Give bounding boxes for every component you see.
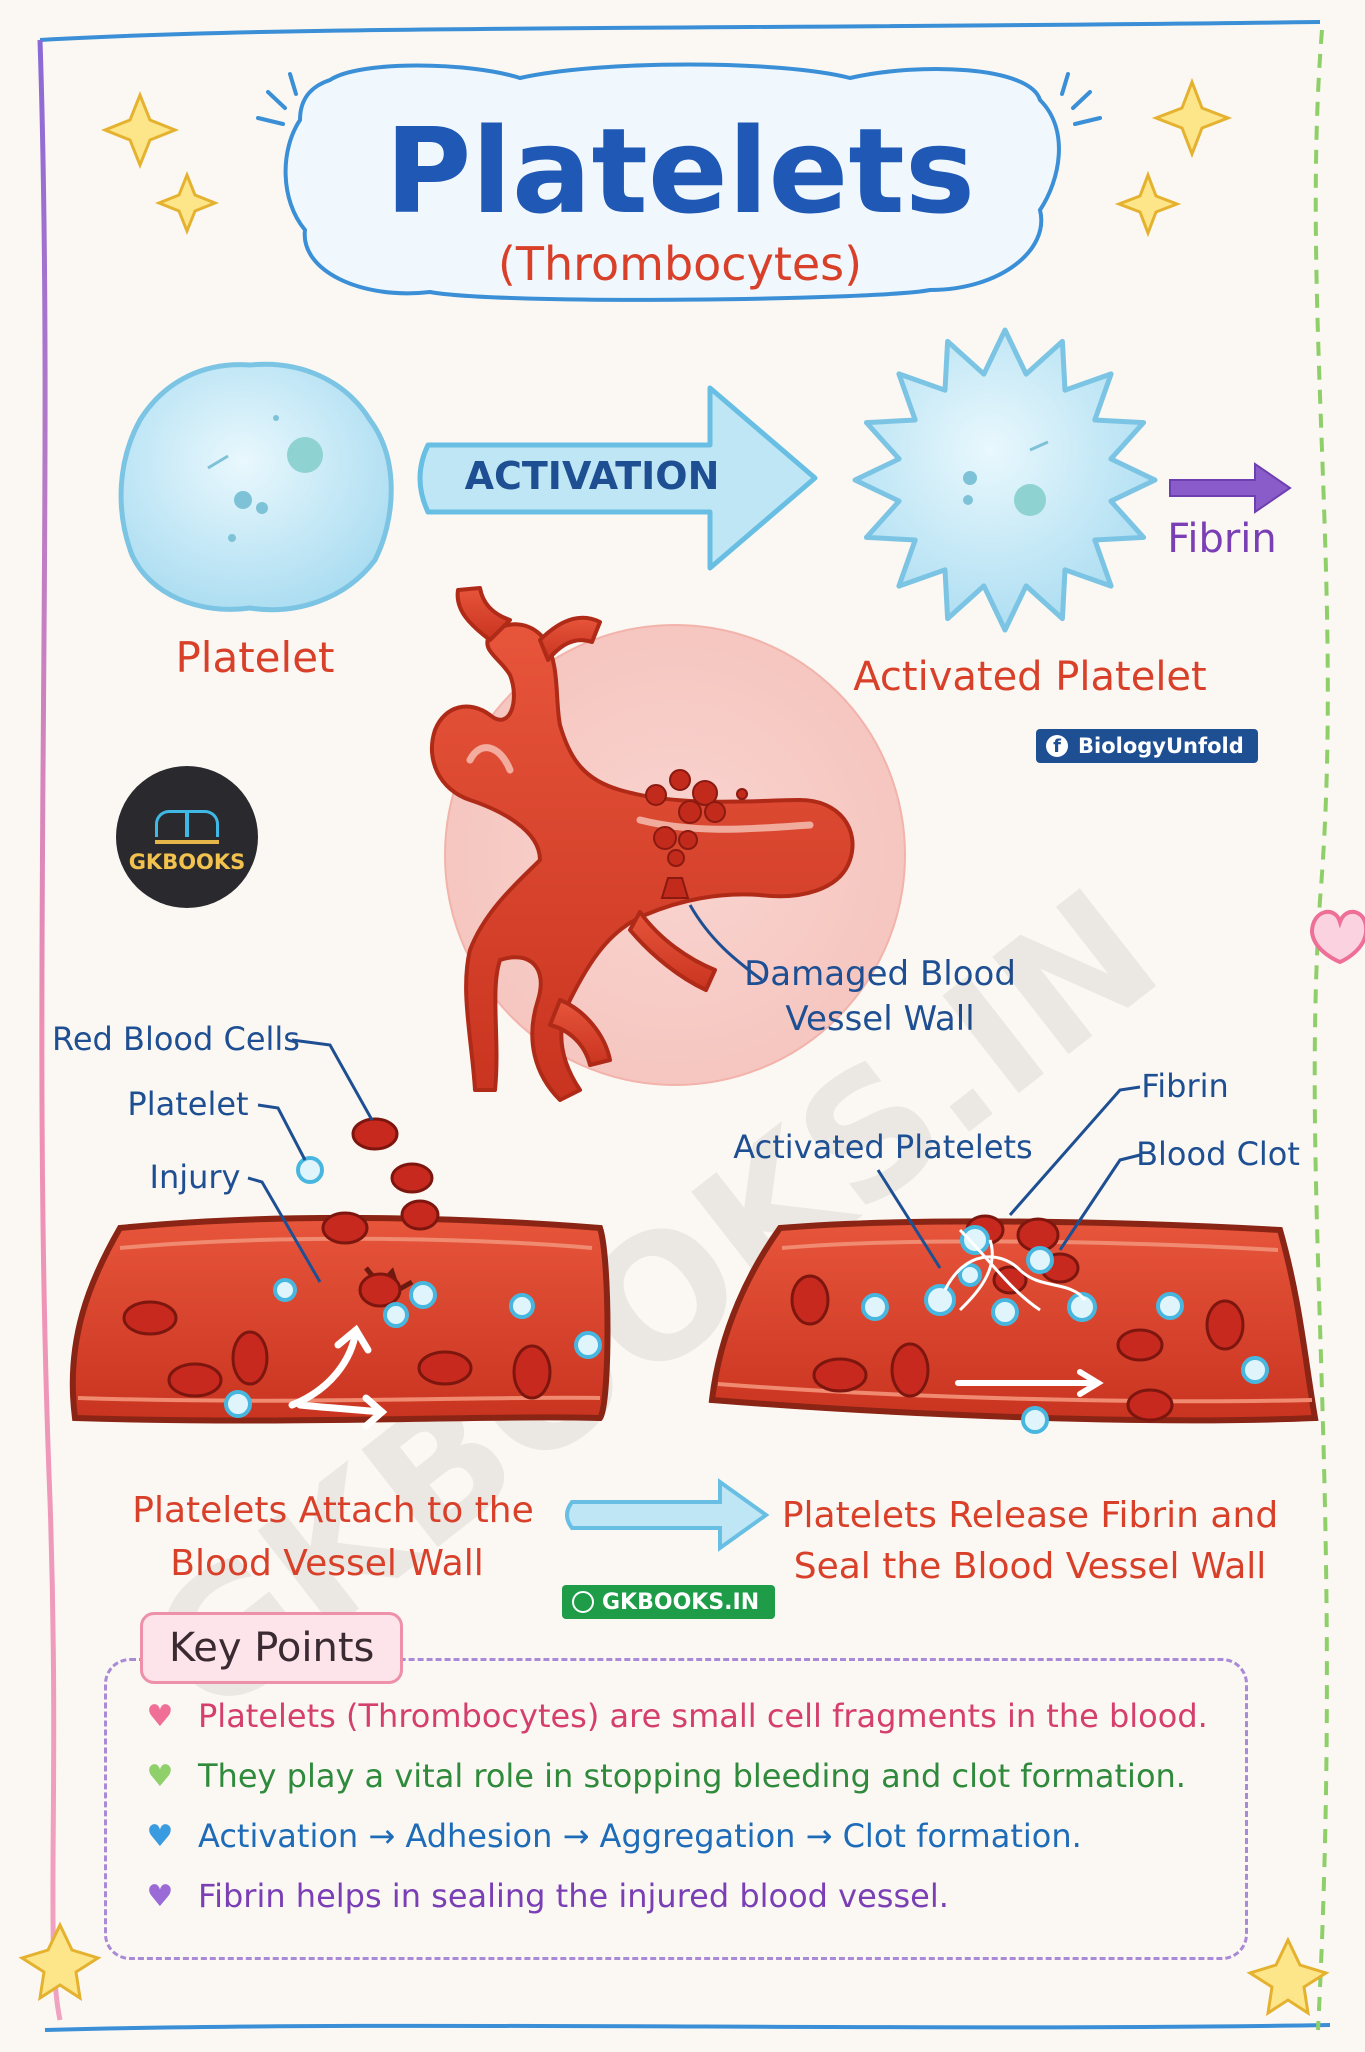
- key-point-text: Platelets (Thrombocytes) are small cell …: [198, 1697, 1208, 1735]
- globe-icon: [572, 1591, 594, 1613]
- website-badge-label: GKBOOKS.IN: [602, 1589, 760, 1615]
- right-free-platelets: [861, 1292, 1269, 1434]
- right-fibrin-label: Fibrin: [1141, 1067, 1229, 1105]
- key-point-item: ♥ Activation → Adhesion → Aggregation → …: [140, 1806, 1208, 1866]
- gkbooks-logo: GKBOOKS: [116, 766, 258, 908]
- heart-icon: ♥: [146, 1818, 174, 1854]
- key-point-item: ♥ Platelets (Thrombocytes) are small cel…: [140, 1686, 1208, 1746]
- fibrin-label: Fibrin: [1167, 516, 1277, 562]
- left-caption-line2: Blood Vessel Wall: [170, 1543, 484, 1584]
- damaged-wall-label-line1: Damaged Blood: [744, 954, 1016, 994]
- key-points-box: [104, 1658, 1248, 1960]
- left-rbcs: [122, 1117, 552, 1400]
- left-leader-lines: [247, 1038, 374, 1283]
- activated-platelet-illustration: [852, 327, 1158, 633]
- key-point-text: Activation → Adhesion → Aggregation → Cl…: [198, 1817, 1082, 1855]
- key-point-item: ♥ They play a vital role in stopping ble…: [140, 1746, 1208, 1806]
- key-points-list: ♥ Platelets (Thrombocytes) are small cel…: [140, 1686, 1208, 1926]
- platelet-illustration: [118, 361, 394, 613]
- facebook-badge-label: BiologyUnfold: [1078, 734, 1244, 758]
- key-points-title: Key Points: [140, 1612, 404, 1684]
- vessel-highlight: [466, 744, 814, 833]
- left-platelets: [224, 1156, 602, 1418]
- blood-clot-label: Blood Clot: [1136, 1135, 1300, 1173]
- right-caption-line1: Platelets Release Fibrin and: [782, 1495, 1278, 1536]
- activation-label: ACTIVATION: [465, 454, 720, 498]
- key-point-text: Fibrin helps in sealing the injured bloo…: [198, 1877, 949, 1915]
- left-platelet-label: Platelet: [127, 1085, 248, 1123]
- activation-arrow: [417, 385, 818, 571]
- platelet-label: Platelet: [175, 633, 334, 682]
- website-badge[interactable]: GKBOOKS.IN: [562, 1585, 776, 1619]
- rbc-label: Red Blood Cells: [52, 1020, 300, 1058]
- fibrin-mesh: [943, 1228, 1087, 1312]
- right-leader-lines: [876, 1085, 1141, 1269]
- heart-icon: [1309, 909, 1365, 965]
- activated-platelets-label: Activated Platelets: [733, 1128, 1032, 1166]
- heart-icon: ♥: [146, 1758, 174, 1794]
- heart-icon: ♥: [146, 1878, 174, 1914]
- facebook-badge[interactable]: f BiologyUnfold: [1036, 729, 1258, 763]
- key-point-text: They play a vital role in stopping bleed…: [198, 1757, 1186, 1795]
- process-arrow: [565, 1478, 770, 1552]
- fibrin-arrow: [1169, 462, 1292, 514]
- leaking-blood-drops: [645, 769, 748, 899]
- flow-arrow-icon: [955, 1369, 1104, 1397]
- attach-arrows-icon: [288, 1324, 388, 1430]
- damaged-wall-leader: [688, 904, 763, 982]
- injury-label: Injury: [150, 1158, 241, 1196]
- burst-lines: [256, 72, 1102, 126]
- heart-icon: ♥: [146, 1698, 174, 1734]
- logo-text: GKBOOKS: [128, 850, 246, 874]
- branching-vessel: [429, 586, 855, 1102]
- facebook-icon: f: [1046, 735, 1068, 757]
- open-book-icon: [155, 806, 219, 844]
- key-point-item: ♥ Fibrin helps in sealing the injured bl…: [140, 1866, 1208, 1926]
- damaged-wall-label-line2: Vessel Wall: [785, 999, 974, 1039]
- sparkle-icon: [18, 77, 1330, 2017]
- clot-activated-platelets: [924, 1225, 1097, 1326]
- title-cloud: [283, 62, 1061, 302]
- page-subtitle: (Thrombocytes): [498, 237, 862, 291]
- activated-platelet-label: Activated Platelet: [853, 654, 1206, 700]
- left-caption-line1: Platelets Attach to the: [132, 1490, 534, 1531]
- right-caption-line2: Seal the Blood Vessel Wall: [794, 1546, 1267, 1587]
- page-title: Platelets: [385, 102, 975, 240]
